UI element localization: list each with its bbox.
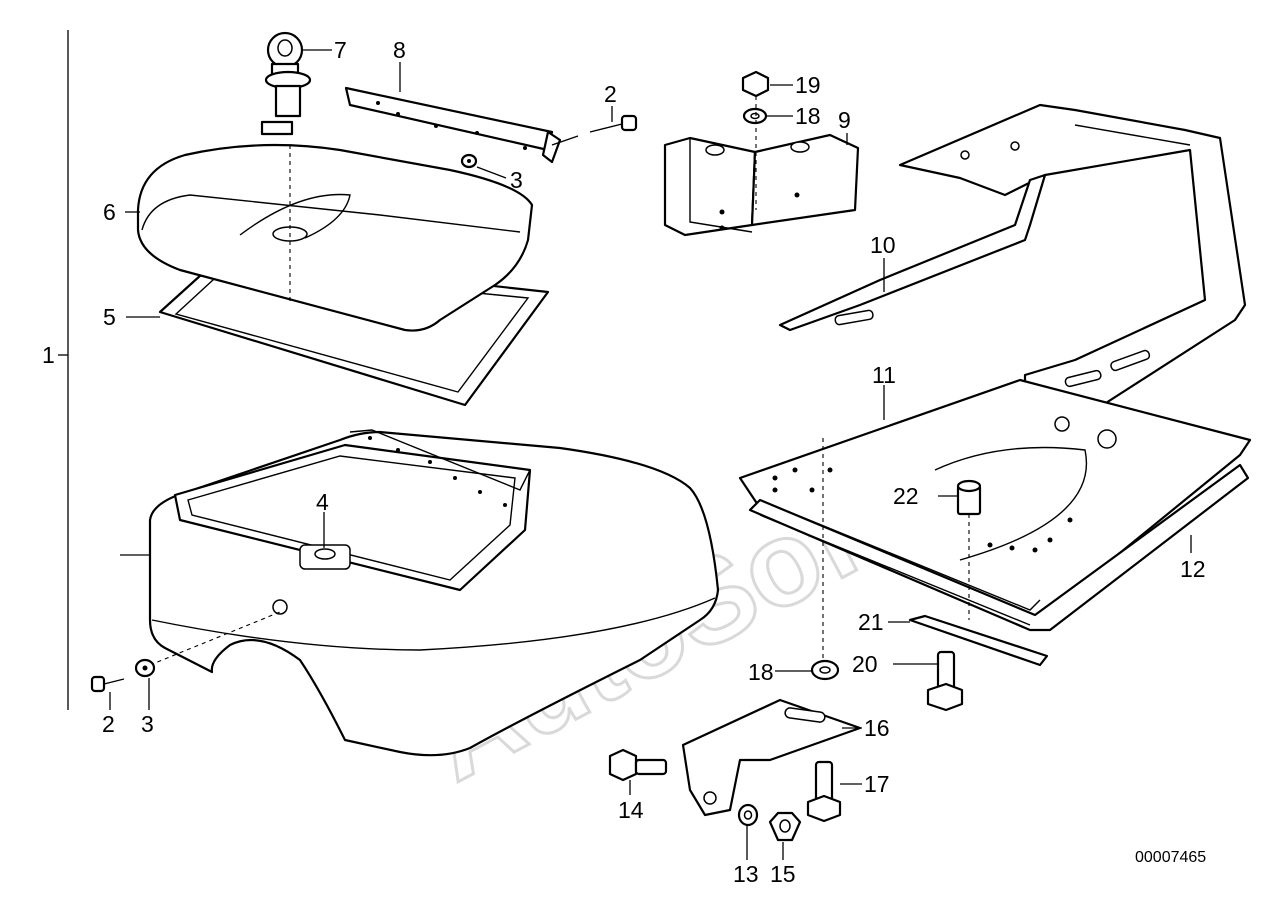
callout-19: 19	[795, 72, 821, 98]
callout-11: 11	[872, 362, 896, 388]
reference-number: 00007465	[1135, 849, 1206, 866]
screw-part-2-lower	[90, 611, 281, 693]
washer-part-3-lower	[134, 658, 156, 678]
plate-part-21	[908, 614, 1049, 667]
washer-part-3-upper	[460, 153, 478, 169]
mounting-bracket-part-16	[681, 698, 862, 817]
assembly-bracket	[58, 30, 69, 710]
callout-2-lower: 2	[102, 711, 115, 737]
callout-4: 4	[316, 489, 329, 515]
callout-6: 6	[103, 199, 116, 225]
support-rail-part-12	[748, 463, 1250, 632]
callout-9: 9	[838, 107, 851, 133]
callout-12: 12	[1180, 556, 1206, 582]
bolt-part-17	[806, 760, 842, 823]
callout-15: 15	[770, 861, 796, 887]
lock-cylinder-part-7	[260, 31, 312, 136]
callout-20: 20	[852, 651, 878, 677]
lid-part-6	[136, 143, 534, 332]
washer-part-18-lower	[810, 659, 840, 681]
callout-21: 21	[858, 609, 884, 635]
bolt-part-20	[926, 650, 964, 712]
callout-16: 16	[864, 715, 890, 741]
callout-22: 22	[893, 483, 919, 509]
case-body	[120, 429, 720, 757]
callout-13: 13	[733, 861, 759, 887]
callout-3-upper: 3	[510, 167, 523, 193]
callout-labels: 1 2 3 2 3 4 5 6 7 8 9 10 11 12 13 14 15 …	[42, 37, 1206, 887]
nut-part-15	[768, 811, 802, 842]
callout-10: 10	[870, 232, 896, 258]
callout-18-lower: 18	[748, 659, 774, 685]
callout-1: 1	[42, 342, 55, 368]
callout-17: 17	[864, 771, 890, 797]
callout-2-upper: 2	[604, 81, 617, 107]
callout-5: 5	[103, 304, 116, 330]
callout-7: 7	[334, 37, 347, 63]
hinge-part-8	[344, 86, 579, 164]
washer-part-13	[737, 803, 759, 827]
callout-8: 8	[393, 37, 406, 63]
bolt-part-14	[608, 748, 668, 782]
callout-3-lower: 3	[141, 711, 154, 737]
callout-14: 14	[618, 797, 644, 823]
nut-part-19	[741, 70, 770, 98]
leader-lines	[109, 49, 1192, 860]
washer-part-18-upper	[742, 107, 768, 125]
bracket-part-9	[663, 96, 860, 237]
spacer-part-22	[822, 438, 982, 668]
screw-part-2-upper	[589, 114, 638, 133]
callout-18-upper: 18	[795, 103, 821, 129]
